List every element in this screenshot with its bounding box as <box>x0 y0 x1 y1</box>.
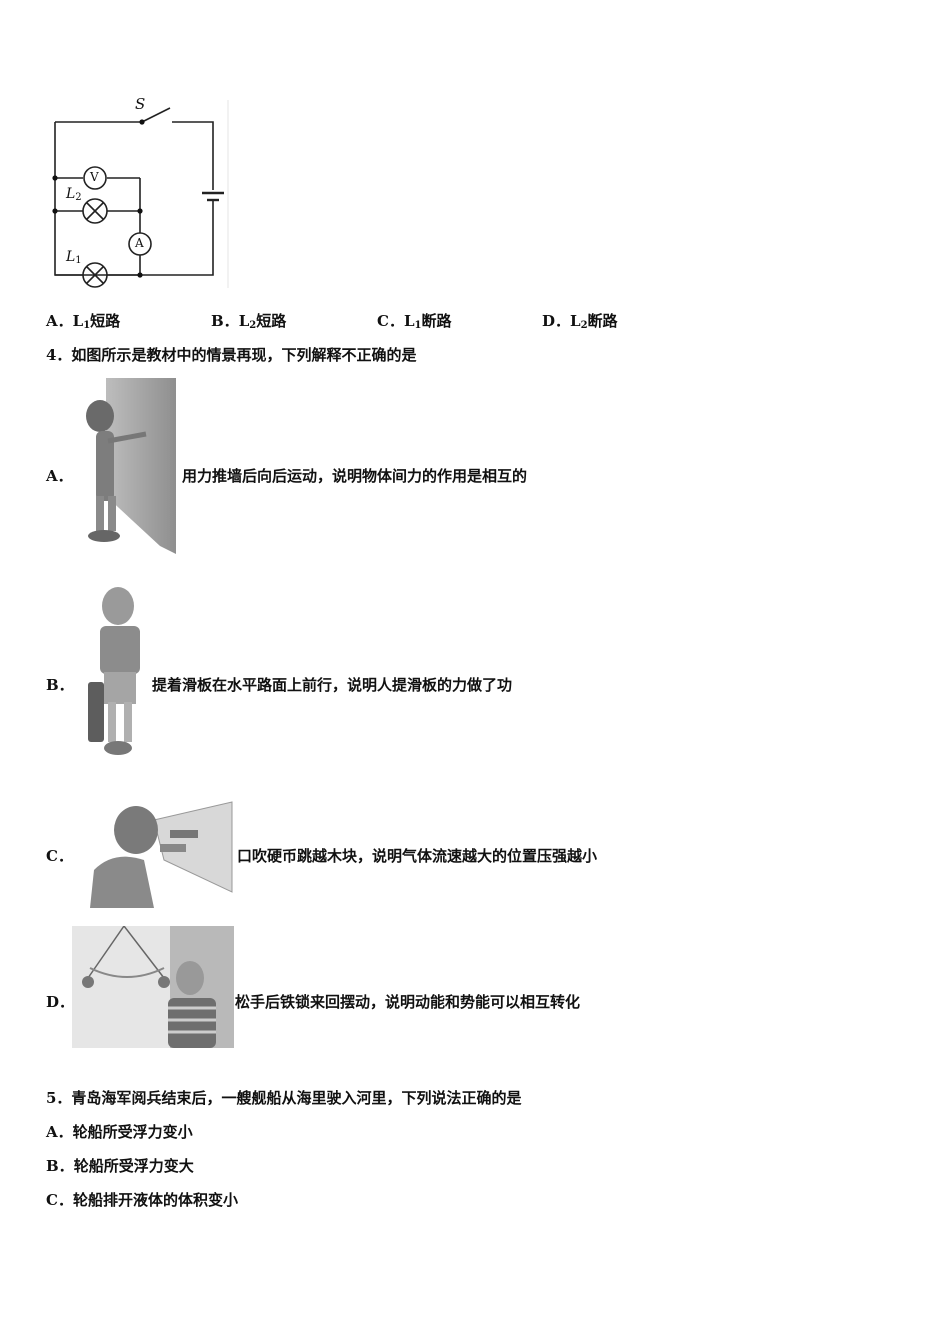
pendulum-lock-image <box>72 926 234 1048</box>
lamp1-label: L1 <box>66 249 82 266</box>
q4-option-c-text: 口吹硬币跳越木块，说明气体流速越大的位置压强越小 <box>237 847 598 865</box>
q3-option-b[interactable]: B．L2短路 <box>211 312 287 331</box>
q5-option-c[interactable]: C．轮船排开液体的体积变小 <box>46 1191 238 1209</box>
q5-stem: 5．青岛海军阅兵结束后，一艘舰船从海里驶入河里，下列说法正确的是 <box>46 1089 522 1107</box>
pendulum-lock-icon <box>72 926 234 1048</box>
boy-skateboard-icon <box>88 587 140 755</box>
circuit-svg <box>52 100 229 288</box>
q4-stem: 4．如图所示是教材中的情景再现，下列解释不正确的是 <box>46 346 417 364</box>
q5-option-a[interactable]: A．轮船所受浮力变小 <box>46 1123 193 1141</box>
q3-option-a[interactable]: A．L1短路 <box>46 312 121 331</box>
q4-option-a-letter[interactable]: A． <box>46 467 73 485</box>
q4-option-d-text: 松手后铁锁来回摆动，说明动能和势能可以相互转化 <box>235 993 581 1011</box>
q4-option-b-text: 提着滑板在水平路面上前行，说明人提滑板的力做了功 <box>152 676 513 694</box>
q4-option-d-letter[interactable]: D． <box>46 993 75 1011</box>
q4-option-c-letter[interactable]: C． <box>46 847 73 865</box>
girl-pushing-wall-icon <box>86 378 176 554</box>
q4-option-a-text: 用力推墙后向后运动，说明物体间力的作用是相互的 <box>182 467 528 485</box>
ammeter-label: A <box>135 236 144 250</box>
girl-pushing-wall-image <box>78 376 178 554</box>
q5-option-b[interactable]: B．轮船所受浮力变大 <box>46 1157 194 1175</box>
boy-carrying-skateboard-image <box>76 582 152 758</box>
circuit-diagram: S V A L2 L1 <box>40 92 240 292</box>
q3-option-c[interactable]: C．L1断路 <box>377 312 452 331</box>
q4-option-b-letter[interactable]: B． <box>46 676 74 694</box>
lamp2-label: L2 <box>66 186 82 203</box>
girl-blowing-coin-image <box>84 800 234 908</box>
switch-label: S <box>135 95 146 113</box>
voltmeter-label: V <box>90 170 99 184</box>
q3-option-d[interactable]: D．L2断路 <box>542 312 618 331</box>
girl-blowing-coin-icon <box>90 801 233 908</box>
